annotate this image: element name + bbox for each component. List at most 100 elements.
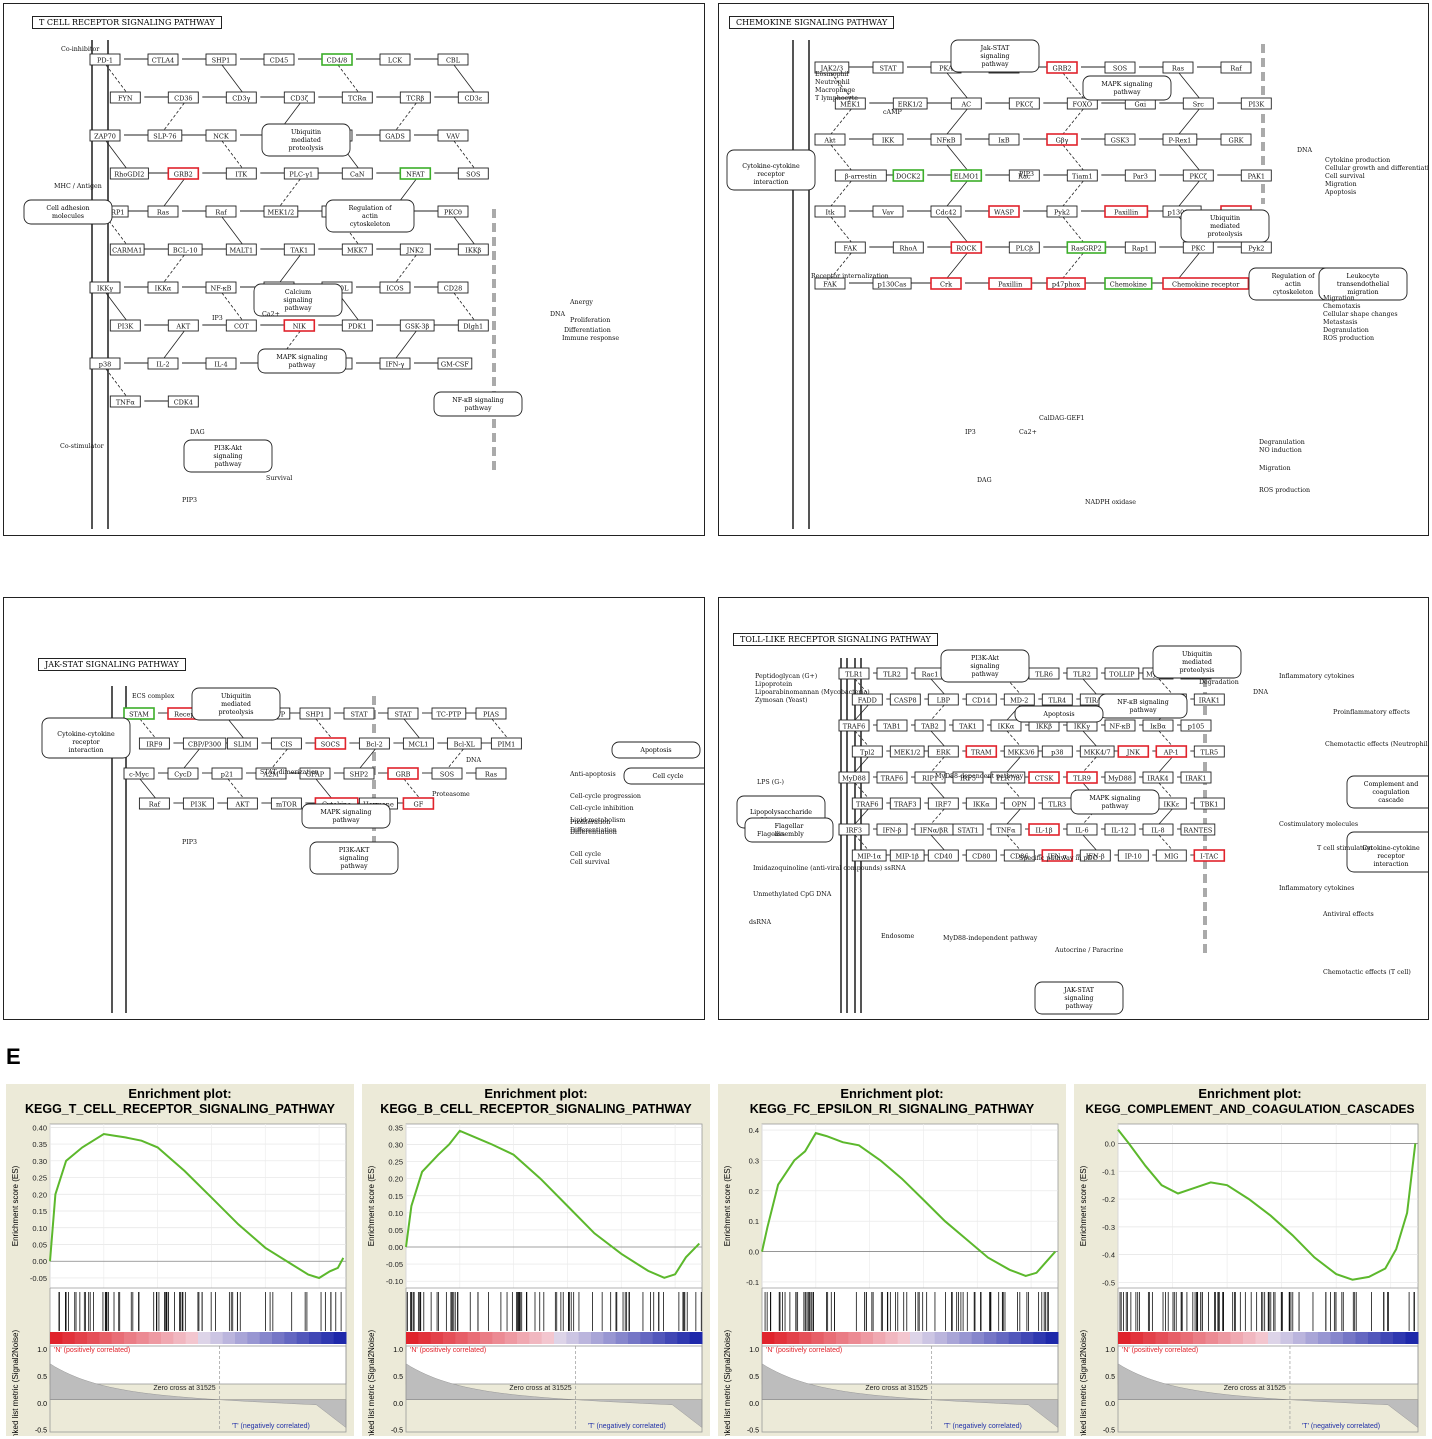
pathway-arrow xyxy=(1082,834,1097,851)
gene-label: p21 xyxy=(221,770,233,778)
gene-box xyxy=(431,707,467,720)
gene-node-cdk4: CDK4 xyxy=(167,395,199,408)
pathway-bubble-label: Complement and xyxy=(1364,781,1418,788)
ranking-color-strip-segment xyxy=(467,1332,481,1344)
gene-label: IκBα xyxy=(1150,722,1166,730)
gene-label: Akt xyxy=(823,136,836,144)
rank-tick-label: 1.0 xyxy=(393,1347,403,1354)
gene-label: Gαi xyxy=(1134,100,1146,108)
ranked-metric-area xyxy=(49,1363,347,1429)
es-tick-label: -0.3 xyxy=(1102,1223,1115,1232)
annotation-co-inhibitor: Co-inhibitor xyxy=(61,46,100,53)
gene-node-pi3k: PI3K xyxy=(109,319,141,332)
ranking-color-strip-segment xyxy=(185,1332,199,1344)
gene-box xyxy=(851,693,883,706)
ranking-color-strip-segment xyxy=(922,1332,936,1344)
gene-label: GRB xyxy=(396,770,411,778)
pathway-arrow xyxy=(279,330,301,359)
gene-node-stat: STAT xyxy=(387,707,419,720)
gene-node-tlr7-8: TLR7/8 xyxy=(990,771,1026,784)
annotation-specific-pathway-in-pdc: Specific pathway in pDC xyxy=(1019,855,1098,862)
gene-label: IRAK1 xyxy=(1199,696,1220,704)
gene-node-irf3: IRF3 xyxy=(838,823,870,836)
gene-node-cd3: CD3γ xyxy=(225,91,257,104)
gene-label: VAV xyxy=(445,132,460,140)
enrichment-profile-line xyxy=(1117,1128,1417,1281)
gene-label: LCK xyxy=(388,56,402,64)
gsea-plot-4-chart: 0.0-0.1-0.2-0.3-0.4-0.51.00.50.0-0.5'N' … xyxy=(1079,1123,1419,1436)
gene-node-mip-1: MIP-1β xyxy=(889,849,925,862)
ranking-color-strip-segment xyxy=(1255,1332,1269,1344)
pathway-arrow xyxy=(830,108,852,135)
gene-box xyxy=(1041,849,1074,862)
ranking-color-strip-segment xyxy=(430,1332,444,1344)
pathway-arrow xyxy=(854,808,869,825)
gene-node-dock2: DOCK2 xyxy=(892,169,925,182)
ranking-color-strip-segment xyxy=(578,1332,592,1344)
gene-box xyxy=(1220,133,1252,146)
gene-box xyxy=(89,357,121,370)
gene-label: IKKβ xyxy=(1036,722,1052,730)
gene-box xyxy=(1046,205,1078,218)
gene-label: CTLA4 xyxy=(152,56,174,64)
gene-label: NF-κB xyxy=(1110,722,1131,730)
gene-box xyxy=(1104,205,1149,218)
rank-tick-label: 1.0 xyxy=(1105,1347,1115,1354)
gene-label: mTOR xyxy=(276,800,298,808)
x-tick-label: 10,000 xyxy=(448,1435,471,1436)
annotation-pip3: PIP3 xyxy=(1019,171,1034,178)
gene-label: NIK xyxy=(293,322,306,330)
gene-label: CD80 xyxy=(972,852,990,860)
gene-label: NFκB xyxy=(936,136,955,144)
ranking-color-strip-segment xyxy=(885,1332,899,1344)
gene-box xyxy=(431,767,463,780)
gene-box xyxy=(167,767,199,780)
gene-node-nf-b: NFκB xyxy=(930,133,962,146)
gene-node-arrestin: β-arrestin xyxy=(834,169,887,182)
gene-box xyxy=(387,707,419,720)
gene-label: TRAF6 xyxy=(843,722,866,730)
gene-label: Vav xyxy=(881,208,894,216)
ranking-color-strip-segment xyxy=(1168,1332,1181,1344)
pathway-bubble xyxy=(1082,75,1172,101)
gene-box xyxy=(437,53,469,66)
ranking-color-strip-segment xyxy=(1305,1332,1319,1344)
gene-label: CIS xyxy=(280,740,292,748)
rank-tick-label: 0.5 xyxy=(749,1374,759,1381)
ranking-color-strip-segment xyxy=(774,1332,788,1344)
gene-label: TAK1 xyxy=(290,246,308,254)
gene-box xyxy=(109,167,149,180)
gene-box xyxy=(147,357,179,370)
pathway-bubble-label: Ubiquitin xyxy=(1210,215,1240,222)
pathway-bubble-label: NF-κB signaling xyxy=(1117,699,1169,706)
gene-label: Ras xyxy=(485,770,497,778)
annotation-ip3: IP3 xyxy=(212,315,223,322)
annotation-dag: DAG xyxy=(190,429,205,436)
gene-box xyxy=(834,241,866,254)
pathway-arrow xyxy=(830,72,852,99)
gene-box xyxy=(270,737,302,750)
gene-label: PI3K xyxy=(190,800,206,808)
pathway-arrow xyxy=(1006,834,1021,851)
gene-box xyxy=(892,97,928,110)
pathway-bubble xyxy=(611,741,701,759)
gene-label: JNK xyxy=(1126,748,1140,756)
gene-node-tab1: TAB1 xyxy=(876,719,908,732)
gene-box xyxy=(965,797,997,810)
gene-node-ikk: IKKα xyxy=(990,719,1022,732)
gene-label: JAK2/3 xyxy=(820,64,844,72)
panel-c-diagram: STAMReceptorJAKTC-PTPSHP1STATSTATTC-PTPP… xyxy=(41,686,704,1013)
es-tick-label: 0.30 xyxy=(388,1141,403,1150)
gene-box xyxy=(379,129,411,142)
rank-tick-label: -0.5 xyxy=(747,1428,759,1435)
gene-box xyxy=(814,133,846,146)
gene-label: Chemokine xyxy=(1110,280,1147,288)
gene-box xyxy=(851,797,883,810)
pathway-arrow xyxy=(227,778,244,799)
ranking-color-strip-segment xyxy=(615,1332,629,1344)
ranking-color-strip-segment xyxy=(1118,1332,1131,1344)
annotation-dna: DNA xyxy=(1297,147,1313,154)
pathway-arrow xyxy=(830,144,852,171)
